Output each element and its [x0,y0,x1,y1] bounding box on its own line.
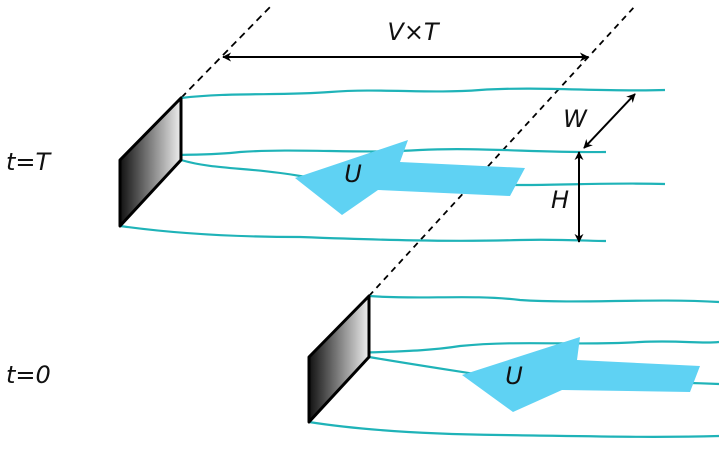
plate-top [118,96,183,228]
streamline-top-4 [119,224,607,243]
flow-label-top: U [344,160,362,188]
displacement-label: V×T [387,18,441,46]
time-label-bottom: t=0 [6,361,51,389]
height-label: H [551,186,569,214]
flow-arrow-top [295,140,525,215]
streamline-bottom-1 [368,294,719,304]
plate-bottom [307,294,371,424]
streamline-top-2 [119,148,607,162]
streamline-top-1 [180,87,666,100]
flow-label-bottom: U [505,362,523,390]
width-label: W [563,105,588,133]
flow-arrow-bottom [462,337,700,412]
width-dimension-arrow [583,93,636,149]
streamline-bottom-4 [308,420,719,438]
time-label-top: t=T [6,148,53,176]
trajectory-dashed-line-left [180,4,273,99]
streamline-bottom-2 [308,340,719,359]
